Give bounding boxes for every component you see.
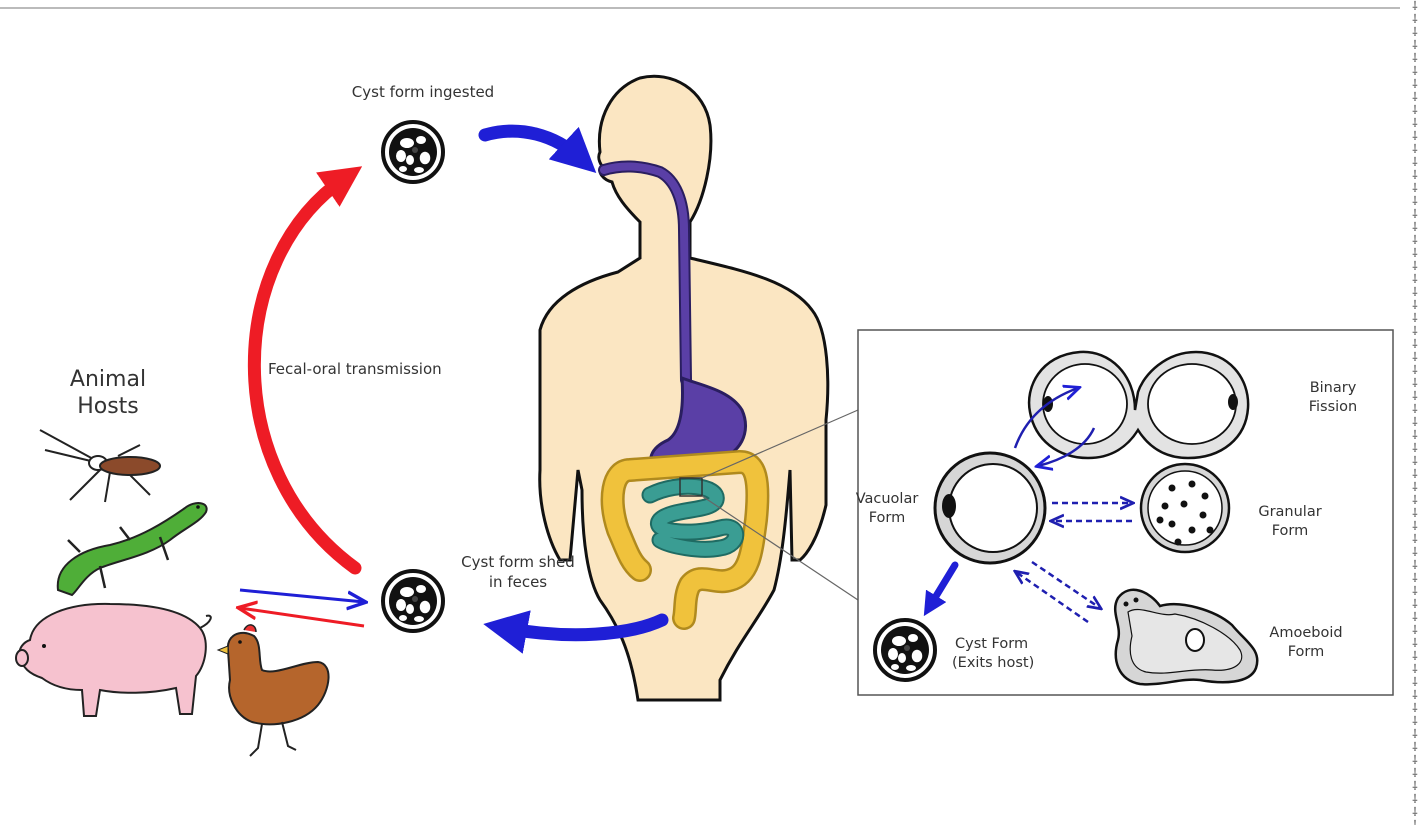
cockroach-icon	[40, 430, 160, 502]
pig-icon	[16, 604, 211, 716]
inset-cyst-icon	[875, 620, 935, 680]
cyst-form-label: Cyst Form	[955, 636, 1028, 652]
binary-fission-label-line2: Fission	[1309, 399, 1358, 415]
granular-form-label-line2: Form	[1272, 523, 1309, 539]
cyst-shed-label-line2: in feces	[489, 573, 547, 591]
cyst-ingested-label: Cyst form ingested	[352, 83, 494, 101]
human-body	[540, 76, 828, 700]
lizard-icon	[58, 503, 207, 595]
ingestion-arrow	[485, 131, 580, 158]
cyst-to-host-arrow	[240, 608, 364, 626]
granular-form-label: Granular	[1258, 504, 1321, 520]
amoeboid-form-label: Amoeboid	[1269, 625, 1342, 641]
cyst-form-label-line2: (Exits host)	[952, 655, 1034, 671]
vacuolar-form-label: Vacuolar	[856, 491, 919, 507]
animal-hosts-label-line2: Hosts	[77, 394, 139, 419]
granular-form-cell	[1141, 464, 1229, 552]
decorative-side-border: ⸸ ⸸ ⸸ ⸸ ⸸ ⸸ ⸸ ⸸ ⸸ ⸸ ⸸ ⸸ ⸸ ⸸ ⸸ ⸸ ⸸ ⸸ ⸸ ⸸ …	[1408, 0, 1422, 825]
amoeboid-form-label-line2: Form	[1288, 644, 1325, 660]
host-to-cyst-arrow	[240, 590, 364, 602]
vacuolar-form-label-line2: Form	[869, 510, 906, 526]
animal-hosts-label: Animal	[70, 367, 146, 392]
chicken-icon	[218, 625, 329, 756]
cyst-shed-label: Cyst form shed	[461, 553, 575, 571]
cyst-shed-icon	[383, 571, 443, 631]
cyst-ingested-icon	[383, 122, 443, 182]
fecal-oral-label: Fecal-oral transmission	[268, 360, 442, 378]
shedding-arrow	[505, 620, 662, 635]
binary-fission-label: Binary	[1310, 380, 1357, 396]
vacuolar-form-cell	[935, 453, 1045, 563]
